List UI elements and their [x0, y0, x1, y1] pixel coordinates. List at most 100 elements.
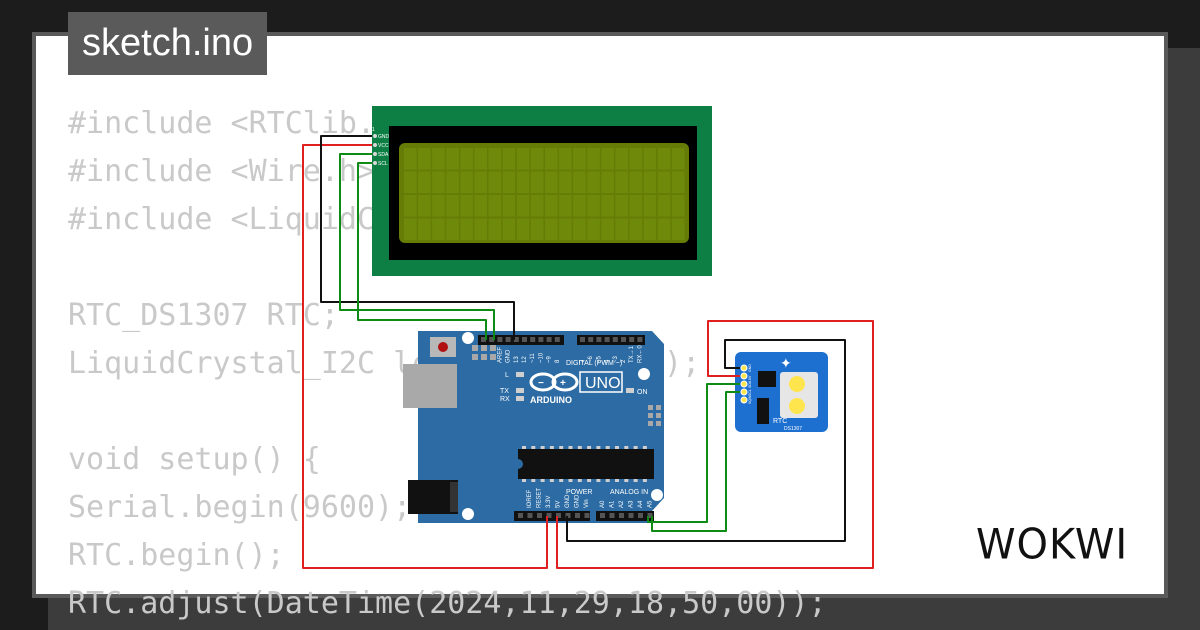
chip-leg [596, 446, 601, 449]
header-block [514, 511, 590, 521]
lcd-char-cell [657, 195, 671, 217]
chip-leg [615, 446, 619, 449]
chip-leg [549, 479, 554, 482]
digital-pin [604, 337, 610, 342]
icsp-pin [656, 413, 661, 418]
icsp-pin [481, 354, 487, 360]
lcd-char-cell [530, 218, 544, 240]
icsp-pin [472, 354, 478, 360]
chip-leg [633, 479, 638, 482]
lcd-pin [373, 134, 377, 138]
icsp-pin [648, 405, 653, 410]
lcd-char-cell [530, 171, 544, 193]
digital-pin-label: 2 [621, 359, 627, 363]
led-label-on: ON [637, 389, 648, 396]
lcd-char-cell [488, 218, 502, 240]
icsp-pin [656, 421, 661, 426]
usb-port [403, 364, 457, 408]
rtc-chip-label: DS1307 [784, 426, 802, 432]
lcd-char-cell [643, 218, 657, 240]
lcd-pin-label: SDA [378, 152, 389, 158]
power-pin-label: Vin [584, 499, 590, 508]
lcd-char-cell [559, 195, 572, 217]
uno-label: UNO [585, 375, 621, 392]
led-rx [516, 396, 524, 401]
power-label: POWER [566, 489, 592, 496]
power-pin [546, 513, 552, 518]
lcd-char-cell [629, 218, 643, 240]
chip-leg [642, 446, 647, 449]
lcd-char-cell [643, 148, 657, 170]
rtc-pin [740, 388, 748, 396]
lcd-pin-label: VCC [378, 143, 389, 149]
chip-leg [531, 446, 536, 449]
lcd-char-cell [629, 171, 643, 193]
code-line: Serial.begin(9600); [68, 490, 412, 525]
lcd-char-cell [643, 171, 657, 193]
lcd-char-cell [516, 195, 530, 217]
power-pin-label: 5V [556, 501, 562, 508]
wire-lcd-scl [357, 162, 487, 340]
lcd-char-cell [559, 218, 572, 240]
lcd-char-cell [446, 171, 459, 193]
digital-pin [530, 337, 536, 342]
digital-pin-label: AREF [497, 347, 503, 363]
lcd-char-cell [629, 195, 643, 217]
wire-lcd-sda [339, 153, 495, 340]
lcd-char-cell [488, 148, 502, 170]
wire-lcd-vcc [302, 144, 548, 569]
lcd-char-cell [474, 195, 487, 217]
chip-leg [577, 479, 582, 482]
analog-pin-label: A5 [648, 500, 654, 508]
chip-leg [531, 479, 536, 482]
digital-pin [505, 337, 511, 342]
digital-pin [513, 337, 519, 342]
chip-leg [568, 479, 573, 482]
power-pin [565, 513, 571, 518]
chip-leg [559, 446, 564, 449]
analog-pin-label: A3 [629, 500, 635, 508]
analog-pin [638, 513, 643, 518]
analog-pin-label: A0 [600, 500, 606, 508]
lcd-char-cell [418, 171, 431, 193]
analog-pin [628, 513, 634, 518]
digital-pin-label: ~3 [613, 355, 619, 363]
mounting-hole [651, 489, 663, 501]
digital-pin-label: 8 [555, 359, 561, 363]
lcd-char-cell [629, 148, 643, 170]
chip-leg [633, 446, 638, 449]
icsp-header-2 [648, 405, 661, 426]
lcd-character-grid [404, 148, 685, 240]
chip-leg [605, 479, 610, 482]
lcd-char-cell [545, 171, 558, 193]
rtc-pin-header [740, 364, 748, 404]
lcd-char-cell [446, 218, 459, 240]
chip-leg [587, 446, 592, 449]
rtc-pin-label: SCL [748, 389, 752, 396]
chip-leg [559, 479, 564, 482]
lcd-char-cell [488, 195, 502, 217]
chip-leg [642, 479, 647, 482]
wire-rtc-sda [647, 383, 740, 523]
digital-pin-label: ~5 [596, 355, 602, 363]
lcd-char-cell [657, 171, 671, 193]
wire-rtc-5v [556, 320, 874, 569]
reset-button [438, 342, 448, 352]
header-block [478, 335, 564, 345]
chip-leg [624, 479, 629, 482]
lcd-char-cell [601, 218, 614, 240]
led-label-rx: RX [500, 396, 510, 403]
lcd-pin-label: SCL [378, 161, 388, 167]
rtc-pin [740, 380, 748, 388]
lcd-char-cell [460, 148, 473, 170]
lcd-pin-index: 1 [372, 127, 375, 133]
lcd-char-cell [530, 195, 544, 217]
code-line: RTC.begin(); [68, 538, 285, 573]
lcd-char-cell [516, 171, 530, 193]
lcd-char-cell [460, 218, 473, 240]
battery-contact [789, 398, 805, 414]
digital-pin-label: 12 [522, 356, 528, 363]
led-tx [516, 388, 524, 393]
